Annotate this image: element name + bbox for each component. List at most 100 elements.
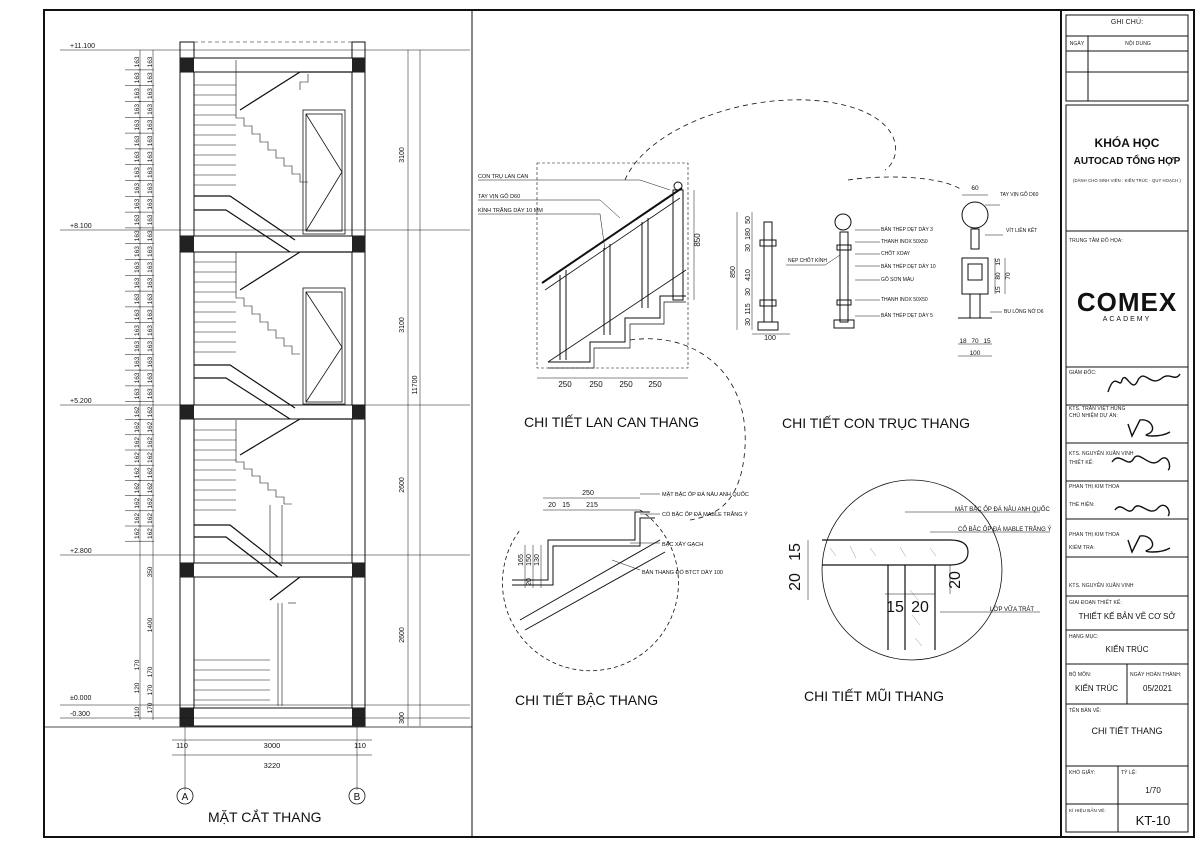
riser-dim-label: 163 [134,325,141,336]
bottom-dim: 110 [354,741,366,750]
pm-name: KTS. NGUYỄN XUÂN VINH [1069,451,1134,457]
tread-dim: 215 [586,502,598,509]
level-mark: +8.100 [70,223,92,230]
left-dim: 170 [147,666,154,677]
riser-dim-label: 163 [134,104,141,115]
newel-right-dim: 15 [995,258,1002,266]
newel-bottom-dim: 100 [764,335,776,342]
railing-step-dim: 250 [648,380,662,389]
riser-dim-label: 163 [134,372,141,383]
riser-dim-label: 163 [134,293,141,304]
newel-callout: THANH INOX 50X50 [881,297,928,303]
riser-dim-label: 162 [134,528,141,539]
code-value: KT-10 [1135,813,1171,828]
riser-dim-label: 162 [147,452,154,463]
riser-dim-label: 163 [147,356,154,367]
nosing-detail: 15 20 20 15 20 MẶT BẬC ỐP ĐÁ NÂU ANH QUỐ… [787,479,1051,704]
signature-checker [1127,535,1171,554]
riser-dim-label: 163 [134,309,141,320]
director-name: KTS. TRẦN VIỆT HÙNG [1069,406,1126,412]
logo-main: COMEX [1077,287,1177,317]
newel-callout: THANH INOX 50X50 [881,239,928,245]
tread-dim: 15 [562,502,570,509]
nosing-dim: 15 [886,599,904,616]
riser-dim-label: 163 [134,56,141,67]
newel-callout: CHỐT XOAY [881,250,911,257]
signature-pm [1127,419,1171,438]
left-dim: 170 [147,684,154,695]
floor-height-dim: 3100 [399,147,406,163]
nosing-dim: 20 [787,573,804,591]
pm-label: CHỦ NHIỆM DỰ ÁN: [1069,413,1118,419]
newel-callout: BẢN THÉP DẸT DÀY 10 [881,263,936,270]
riser-dim-label: 162 [147,528,154,539]
riser-dim-label: 163 [134,262,141,273]
tread-callout: MẶT BẬC ỐP ĐÁ NÂU ANH QUỐC [662,491,749,498]
newel-callout: GỖ SƠN MÀU [881,276,914,283]
newel-callout: BẢN THÉP DẸT DÀY 3 [881,226,933,233]
riser-dim-label: 163 [147,167,154,178]
railing-callout: TAY VỊN GỖ D60 [478,193,520,200]
riser-dim-label: 163 [134,88,141,99]
riser-dim-label: 163 [147,135,154,146]
riser-dim-label: 163 [147,262,154,273]
course-line2: AUTOCAD TỔNG HỢP [1073,156,1181,167]
newel-callout: BẢN THÉP DẸT DÀY 5 [881,312,933,319]
newel-dim: 30 [745,288,752,296]
riser-dim-label: 162 [147,437,154,448]
riser-dim-label: 162 [134,513,141,524]
left-dim: 120 [134,682,141,693]
scale-value: 1/70 [1145,786,1161,795]
section-title: MẶT CẮT THANG [208,808,322,825]
tread-callout: CỔ BẬC ỐP ĐÁ MABLE TRẮNG Ý [662,510,748,518]
newel-detail-title: CHI TIẾT CON TRỤC THANG [782,415,970,431]
code-label: KÍ HIỆU BẢN VẼ: [1069,808,1106,813]
director-label: GIÁM ĐỐC: [1069,370,1097,376]
scale-label: TỶ LỆ: [1121,770,1137,776]
item-value: KIẾN TRÚC [1105,645,1149,654]
designer-label: THIẾT KẾ: [1069,460,1094,466]
riser-dim-label: 163 [147,88,154,99]
riser-dim-label: 162 [134,437,141,448]
newel-right-dim: 80 [995,272,1002,280]
signatures [1107,373,1181,554]
drafter-name: PHAN THỊ KIM THOA [1069,532,1120,538]
riser-dim-label: 163 [147,325,154,336]
signature-designer [1111,455,1171,471]
riser-dim-label: 163 [134,135,141,146]
riser-dim-label: 162 [147,513,154,524]
left-dim: 350 [147,566,154,577]
left-dim: 170 [134,659,141,670]
railing-step-dim: 250 [558,380,572,389]
newel-dim: 410 [745,269,752,281]
checker-label: KIỂM TRA: [1069,545,1095,551]
riser-dim-label: 163 [134,167,141,178]
newel-dim: 30 [745,244,752,252]
newel-right-callout: TAY VỊN GỖ D60 [1000,191,1039,198]
newel-dim: 115 [745,303,752,314]
tread-dim: 250 [582,490,594,497]
newel-right-dim: 70 [971,338,979,345]
axis-bubble-a [176,787,194,805]
riser-dim-label: 163 [147,104,154,115]
railing-callout: CON TRỤ LAN CAN [478,174,528,180]
notes-col-content: NỘI DUNG [1125,41,1151,47]
done-label: NGÀY HOÀN THÀNH: [1130,672,1182,678]
riser-dim-label: 163 [134,230,141,241]
riser-dim-label: 163 [147,246,154,257]
drafter-label: THỂ HIỆN: [1069,502,1095,508]
designer-name: PHAN THỊ KIM THOA [1069,484,1120,490]
riser-dim-label: 163 [134,341,141,352]
newel-dim: 180 [745,228,752,240]
floor-height-dim: 300 [399,712,406,724]
newel-right-dim: 18 [959,338,967,345]
riser-dim-label: 163 [134,72,141,83]
newel-callout: NẸP CHỐT KÍNH [788,257,827,264]
level-mark: +2.800 [70,548,92,555]
checker-name: KTS. NGUYỄN XUÂN VINH [1069,583,1134,589]
signature-drafter [1114,504,1170,517]
axis-label-b: B [354,792,361,803]
riser-dim-label: 163 [147,151,154,162]
